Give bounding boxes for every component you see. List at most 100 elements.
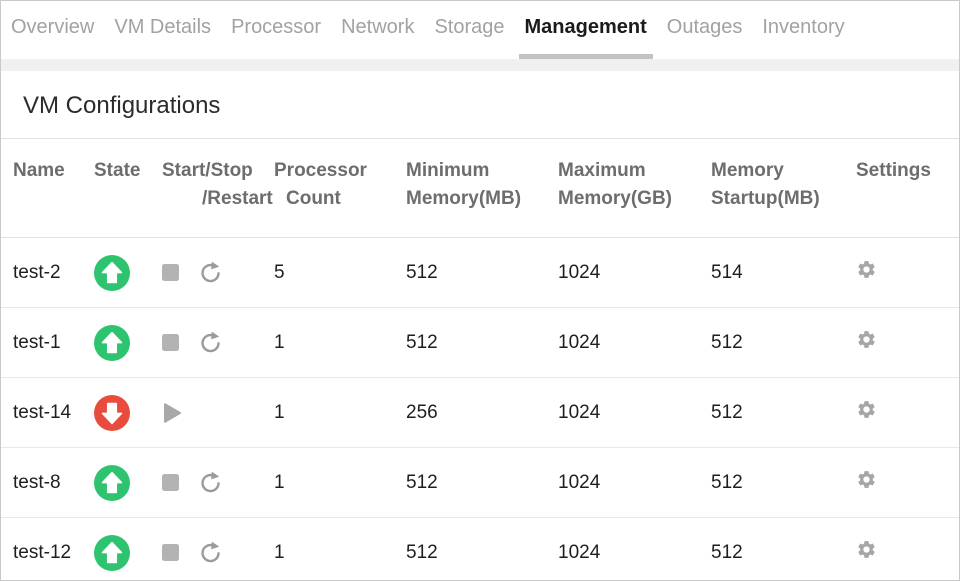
stop-button[interactable] (162, 544, 179, 561)
tab-outages[interactable]: Outages (666, 16, 743, 38)
stop-icon (162, 334, 179, 351)
cell-maximum-memory-gb: 1024 (545, 307, 698, 378)
down-arrow-circle-icon (94, 394, 148, 431)
cell-memory-startup-mb: 512 (698, 517, 843, 580)
restart-button[interactable] (199, 471, 221, 494)
column-header-state: State (81, 139, 149, 238)
cell-vm-name: test-1 (1, 307, 81, 378)
restart-button[interactable] (199, 331, 221, 354)
tab-bar-divider (1, 59, 959, 71)
restart-button[interactable] (199, 541, 221, 564)
stop-button[interactable] (162, 334, 179, 351)
settings-button[interactable] (856, 259, 877, 280)
tab-storage[interactable]: Storage (434, 16, 505, 38)
cell-start-stop-restart (149, 307, 261, 378)
cell-start-stop-restart (149, 517, 261, 580)
tab-vm-details[interactable]: VM Details (114, 16, 212, 38)
cell-settings (843, 517, 959, 580)
cell-minimum-memory-mb: 256 (393, 377, 545, 448)
stop-icon (162, 474, 179, 491)
up-arrow-circle-icon (94, 534, 148, 571)
cell-processor-count: 1 (261, 517, 393, 580)
restart-button[interactable] (199, 261, 221, 284)
cell-vm-name: test-12 (1, 517, 81, 580)
cell-memory-startup-mb: 512 (698, 447, 843, 518)
cell-state (81, 447, 149, 518)
cell-memory-startup-mb: 512 (698, 377, 843, 448)
start-button[interactable] (162, 402, 182, 424)
gear-icon (856, 469, 877, 490)
restart-icon (199, 541, 221, 564)
cell-maximum-memory-gb: 1024 (545, 447, 698, 518)
restart-icon (199, 331, 221, 354)
settings-button[interactable] (856, 469, 877, 490)
settings-button[interactable] (856, 539, 877, 560)
cell-vm-name: test-2 (1, 237, 81, 308)
cell-state (81, 237, 149, 308)
stop-icon (162, 544, 179, 561)
cell-start-stop-restart (149, 377, 261, 448)
column-header-actions: Start/Stop/Restart (149, 139, 273, 238)
cell-memory-startup-mb: 514 (698, 237, 843, 308)
cell-processor-count: 1 (261, 447, 393, 518)
restart-icon (199, 471, 221, 494)
up-arrow-circle-icon (94, 254, 148, 291)
cell-processor-count: 1 (261, 377, 393, 448)
gear-icon (856, 259, 877, 280)
tab-inventory[interactable]: Inventory (762, 16, 845, 38)
up-arrow-circle-icon (94, 464, 148, 501)
cell-processor-count: 5 (261, 237, 393, 308)
cell-vm-name: test-14 (1, 377, 81, 448)
column-header-settings: Settings (843, 139, 959, 238)
cell-processor-count: 1 (261, 307, 393, 378)
cell-maximum-memory-gb: 1024 (545, 517, 698, 580)
cell-state (81, 377, 149, 448)
settings-button[interactable] (856, 399, 877, 420)
stop-button[interactable] (162, 264, 179, 281)
stop-button[interactable] (162, 474, 179, 491)
gear-icon (856, 399, 877, 420)
tab-bar: Overview VM Details Processor Network Storag… (1, 1, 959, 59)
tab-processor[interactable]: Processor (231, 16, 322, 38)
title-block: VM Configurations (1, 71, 959, 120)
gear-icon (856, 539, 877, 560)
cell-settings (843, 447, 959, 518)
cell-memory-startup-mb: 512 (698, 307, 843, 378)
play-icon (162, 402, 182, 424)
up-arrow-circle-icon (94, 324, 148, 361)
cell-minimum-memory-mb: 512 (393, 447, 545, 518)
gear-icon (856, 329, 877, 350)
settings-button[interactable] (856, 329, 877, 350)
cell-start-stop-restart (149, 447, 261, 518)
cell-settings (843, 307, 959, 378)
cell-maximum-memory-gb: 1024 (545, 237, 698, 308)
cell-maximum-memory-gb: 1024 (545, 377, 698, 448)
title-divider (1, 138, 959, 139)
cell-settings (843, 237, 959, 308)
stop-icon (162, 264, 179, 281)
tab-management[interactable]: Management (518, 1, 654, 59)
cell-state (81, 517, 149, 580)
cell-settings (843, 377, 959, 448)
cell-minimum-memory-mb: 512 (393, 307, 545, 378)
cell-minimum-memory-mb: 512 (393, 237, 545, 308)
tab-overview[interactable]: Overview (11, 16, 95, 38)
cell-vm-name: test-8 (1, 447, 81, 518)
cell-start-stop-restart (149, 237, 261, 308)
page-title: VM Configurations (23, 92, 221, 119)
column-header-name: Name (1, 139, 81, 238)
cell-minimum-memory-mb: 512 (393, 517, 545, 580)
cell-state (81, 307, 149, 378)
tab-network[interactable]: Network (341, 16, 415, 38)
